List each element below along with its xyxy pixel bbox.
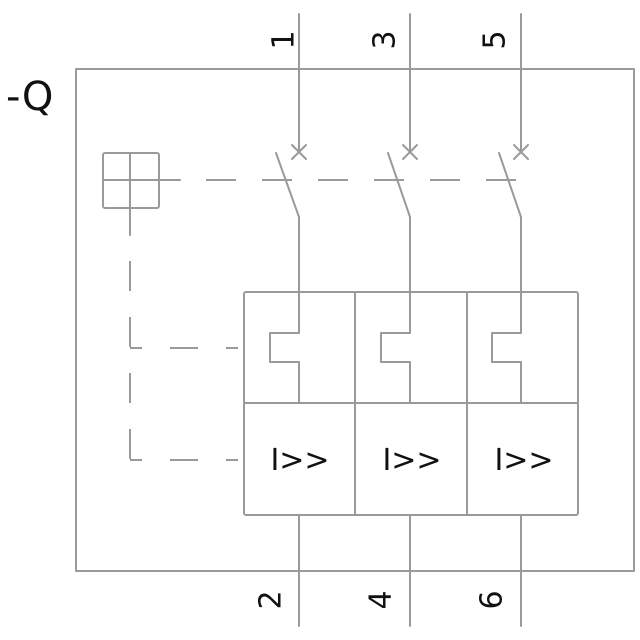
magnetic-trip-label: I>> <box>494 443 553 478</box>
thermal-trip-icon <box>269 216 300 404</box>
terminal-label-bottom: 4 <box>364 590 399 609</box>
terminal-label-top: 3 <box>368 30 403 49</box>
isolating-contact-icon <box>387 144 418 218</box>
pole-3: 5 I>> 6 <box>475 13 554 627</box>
pole-2: 3 I>> 4 <box>364 13 442 627</box>
terminal-label-top: 5 <box>478 30 513 49</box>
manual-operator-icon <box>102 152 181 236</box>
pole-1: 1 I>> 2 <box>254 13 330 627</box>
thermal-trip-icon <box>491 216 522 404</box>
device-enclosure <box>75 68 635 572</box>
reference-designator: -Q <box>6 74 53 120</box>
terminal-label-bottom: 6 <box>475 590 510 609</box>
magnetic-trip-label: I>> <box>270 443 329 478</box>
thermal-trip-icon <box>380 216 411 404</box>
isolating-contact-icon <box>498 144 529 218</box>
mechanical-linkage <box>129 179 520 461</box>
terminal-label-top: 1 <box>267 30 302 49</box>
terminal-label-bottom: 2 <box>254 590 289 609</box>
isolating-contact-icon <box>275 144 307 218</box>
magnetic-trip-label: I>> <box>382 443 441 478</box>
